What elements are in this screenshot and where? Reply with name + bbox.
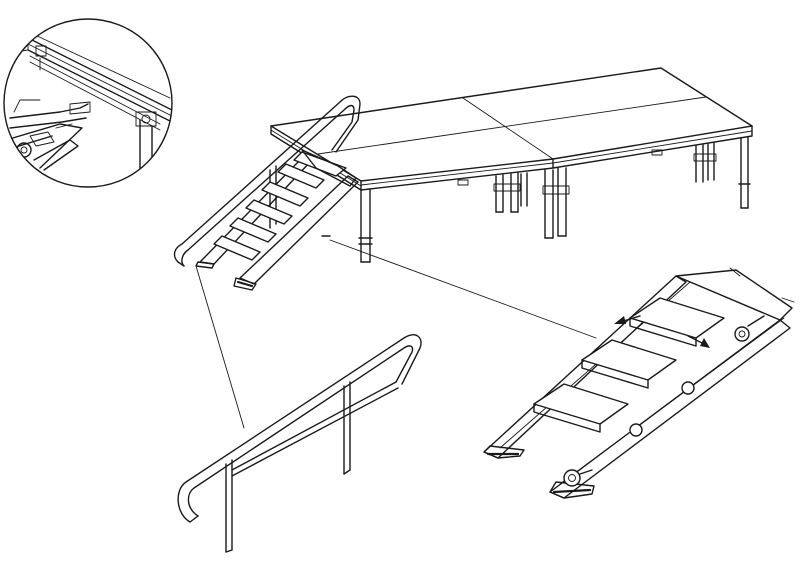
stair-treads — [213, 151, 347, 261]
arrow-right — [687, 335, 705, 345]
leader-stair — [329, 239, 597, 339]
stair-detail-arrows — [614, 315, 710, 348]
detail-circle-outline — [3, 18, 173, 188]
leader-lines — [195, 239, 597, 429]
platform-top-surface — [270, 67, 753, 182]
stage-platform — [270, 67, 753, 263]
handrail-post-right — [343, 381, 351, 475]
stair-unit — [173, 95, 361, 291]
platform-seam-2 — [317, 96, 707, 155]
detail-circle-platform-edge — [3, 18, 173, 188]
handrail-outer-rail — [177, 334, 422, 523]
handrail-detail — [177, 334, 422, 553]
platform-seam-1 — [462, 97, 554, 160]
leader-handrail — [195, 265, 245, 429]
stair-detail-treads — [533, 297, 725, 433]
handrail-post-left — [225, 459, 233, 553]
platform-legs — [358, 136, 751, 263]
stair-detail-hinges — [563, 315, 765, 487]
stair-handrail — [173, 95, 361, 263]
stair-detail — [483, 267, 795, 499]
